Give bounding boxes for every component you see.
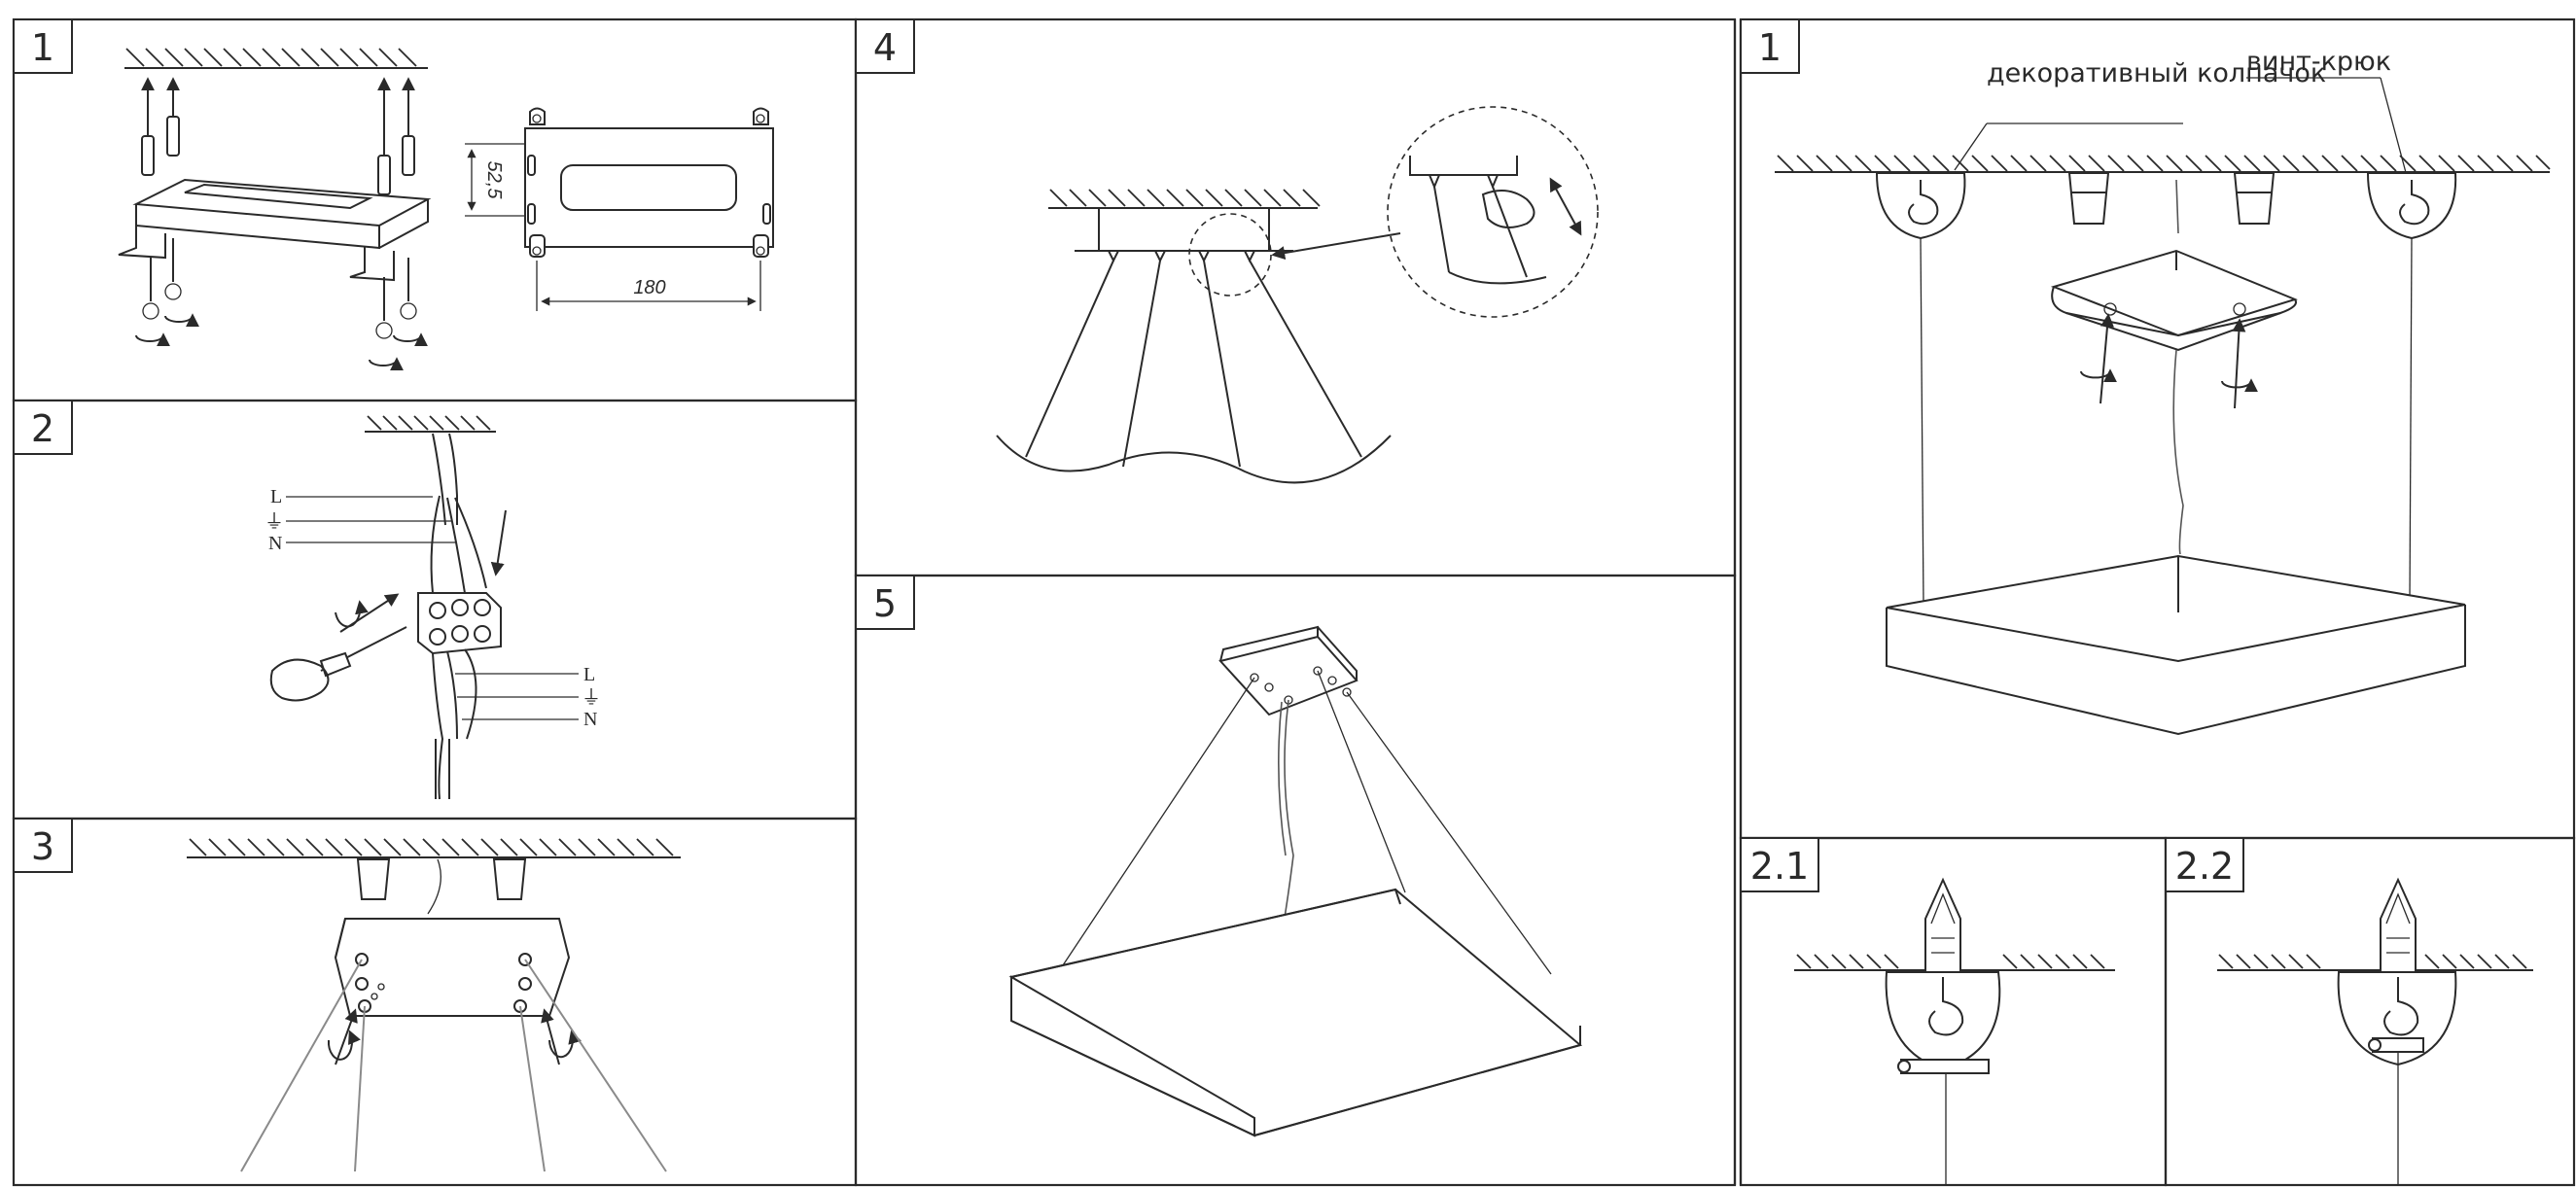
wire-label-earth-bottom: ⏚ [582,687,601,709]
svg-text:1: 1 [31,26,54,69]
callout-cap-label: декоративный колпачок [1987,58,2326,88]
panel-5-assembled-fixture [1008,625,1583,1137]
panel-1-bracket-mounting: 52,5 180 [118,48,774,371]
panel-2-wiring: L ⏚ N L ⏚ N [265,415,601,800]
panel-right-1-hook-install: декоративный колпачок винт-крюк [1775,47,2551,736]
callout-hook-label: винт-крюк [2246,47,2391,77]
panel-4-cable-adjustment [996,106,1599,484]
panel-number-3: 3 [13,818,73,873]
svg-text:2.1: 2.1 [1750,845,1809,888]
ceiling-hatch-1 [125,48,417,67]
panel-number-5: 5 [855,575,915,630]
svg-text:3: 3 [31,825,54,868]
dimension-height: 52,5 [483,161,505,200]
svg-text:5: 5 [873,582,897,625]
panel-number-2-1: 2.1 [1740,837,1819,892]
wire-label-L-top: L [270,486,282,507]
panel-frames [12,17,2576,1187]
wire-label-N-bottom: N [583,709,597,730]
svg-text:2.2: 2.2 [2175,845,2234,888]
wire-label-earth-top: ⏚ [265,511,284,533]
panel-3-canopy-fixing [187,838,681,1172]
dimension-width: 180 [633,277,665,298]
panel-number-4: 4 [855,18,915,74]
svg-text:2: 2 [31,407,54,450]
panel-number-2-2: 2.2 [2165,837,2244,892]
wire-label-N-top: N [268,533,282,554]
panel-number-2: 2 [13,400,73,455]
svg-text:4: 4 [873,26,897,69]
panel-2-2-hook-detail [2217,877,2533,1185]
panel-number-right-1: 1 [1740,18,1800,74]
panel-2-1-hook-detail [1794,877,2115,1185]
wire-label-L-bottom: L [583,664,595,685]
panel-number-1: 1 [13,18,73,74]
cable-grips-4 [1107,250,1256,263]
svg-text:1: 1 [1758,26,1782,69]
